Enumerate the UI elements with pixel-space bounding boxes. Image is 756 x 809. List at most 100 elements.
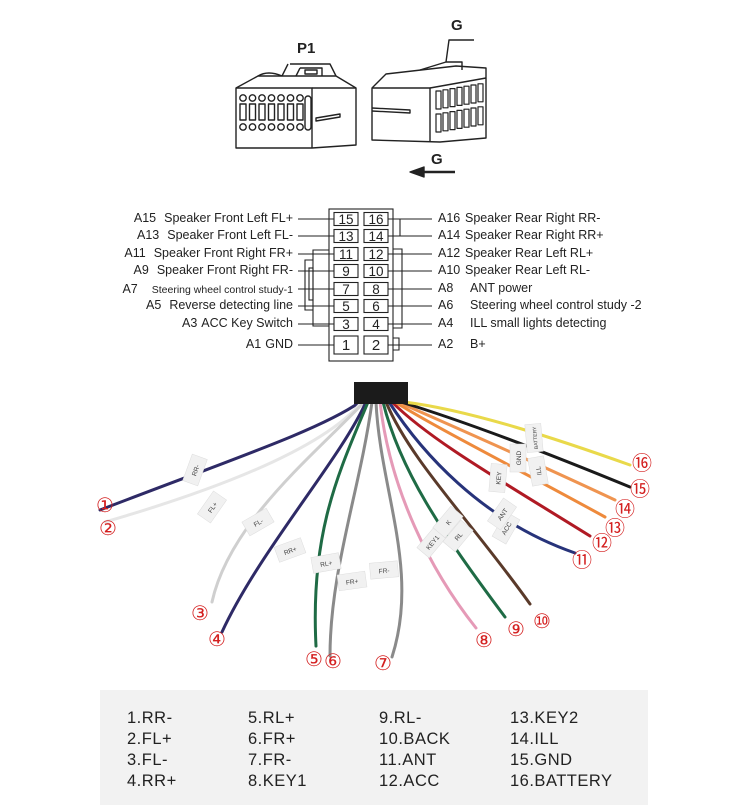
pin-code: A6 bbox=[438, 298, 454, 312]
wire-12 bbox=[390, 400, 592, 538]
pin-number: 16 bbox=[368, 212, 383, 227]
legend-item: 8.KEY1 bbox=[248, 772, 307, 790]
legend-item: 5.RL+ bbox=[248, 709, 295, 727]
pin-code: A2 bbox=[438, 337, 454, 351]
wire-number-9: ⑨ bbox=[507, 617, 525, 641]
pin-description: GND bbox=[265, 337, 293, 351]
svg-text:RL: RL bbox=[454, 531, 465, 542]
pin-label-a13: A13 Speaker Front Left FL- bbox=[137, 228, 293, 242]
pin-description: Speaker Front Left FL- bbox=[167, 228, 293, 242]
wire-number-5: ⑤ bbox=[305, 647, 323, 671]
pin-code: A12 bbox=[438, 246, 461, 260]
svg-text:ILL: ILL bbox=[535, 465, 544, 475]
wire-2 bbox=[103, 400, 364, 524]
wire-tag: RR- bbox=[182, 453, 208, 487]
pin-code: A14 bbox=[438, 228, 461, 242]
pin-description: Speaker Rear Left RL- bbox=[465, 263, 591, 277]
pin-description: Steering wheel control study-1 bbox=[151, 284, 293, 296]
wire-number-3: ③ bbox=[191, 601, 209, 625]
pin-description: ACC Key Switch bbox=[201, 316, 293, 330]
connector-illustration: P1 G G bbox=[235, 17, 487, 178]
pin-number: 5 bbox=[342, 299, 350, 314]
wire-tag: BATTERY bbox=[524, 423, 544, 453]
wire-4 bbox=[220, 400, 368, 634]
wire-number-7: ⑦ bbox=[374, 651, 392, 675]
p1-label: P1 bbox=[297, 40, 315, 57]
pin-description: Speaker Front Right FR- bbox=[156, 263, 293, 277]
harness-plug bbox=[354, 382, 408, 404]
svg-text:FR+: FR+ bbox=[346, 578, 360, 587]
pin-number: 7 bbox=[342, 282, 350, 297]
svg-text:GND: GND bbox=[516, 450, 523, 465]
legend-item: 15.GND bbox=[510, 751, 573, 769]
wire-number-15: ⑮ bbox=[630, 477, 650, 501]
wire-11 bbox=[387, 400, 577, 555]
wire-tag: K bbox=[432, 505, 464, 539]
wire-16 bbox=[402, 400, 632, 467]
g-label-top: G bbox=[451, 17, 463, 34]
svg-text:FL-: FL- bbox=[253, 518, 265, 529]
pin-number: 15 bbox=[338, 212, 353, 227]
svg-text:FR-: FR- bbox=[378, 568, 389, 576]
pin-number: 12 bbox=[368, 247, 383, 262]
wire-tag: RL+ bbox=[310, 552, 342, 574]
pin-number: 3 bbox=[342, 317, 350, 332]
pin-number: 4 bbox=[372, 317, 380, 332]
pin-number: 6 bbox=[372, 299, 380, 314]
legend-item: 13.KEY2 bbox=[510, 709, 579, 727]
pin-label-a4: A4 ILL small lights detecting bbox=[438, 316, 606, 330]
legend-item: 11.ANT bbox=[379, 751, 437, 769]
wire-14 bbox=[396, 400, 617, 502]
wire-9 bbox=[381, 400, 507, 619]
wire-number-11: ⑪ bbox=[572, 548, 592, 572]
pin-code: A10 bbox=[438, 263, 461, 277]
pin-code: A1 bbox=[245, 337, 262, 351]
pin-code: A4 bbox=[438, 316, 454, 330]
wire-number-13: ⑬ bbox=[605, 516, 625, 540]
pin-number: 1 bbox=[342, 337, 350, 354]
wire-tag: KEY bbox=[488, 463, 508, 493]
svg-text:BATTERY: BATTERY bbox=[532, 426, 540, 450]
wire-6 bbox=[328, 400, 374, 658]
wire-7 bbox=[374, 400, 404, 659]
pin-code: A13 bbox=[136, 228, 160, 242]
pin-description: Reverse detecting line bbox=[169, 298, 293, 312]
wire-number-10: ⑩ bbox=[533, 609, 551, 633]
wire-15 bbox=[399, 400, 632, 489]
pin-description: ANT power bbox=[470, 281, 533, 295]
wire-10 bbox=[384, 400, 532, 606]
wire-8 bbox=[378, 400, 478, 630]
wire-tag: RR+ bbox=[273, 537, 307, 563]
legend-item: 6.FR+ bbox=[248, 730, 296, 748]
legend-item: 4.RR+ bbox=[127, 772, 177, 790]
pin-number: 11 bbox=[339, 247, 353, 262]
wire-number-4: ④ bbox=[208, 627, 226, 651]
pin-description: Speaker Front Left FL+ bbox=[164, 211, 293, 225]
wire-tag: FL+ bbox=[197, 490, 227, 524]
direction-arrow bbox=[409, 166, 455, 178]
svg-text:RL+: RL+ bbox=[320, 560, 333, 569]
legend-item: 2.FL+ bbox=[127, 730, 173, 748]
wire-number-12: ⑫ bbox=[592, 531, 612, 555]
svg-text:RR+: RR+ bbox=[283, 546, 298, 557]
wire-tag: FR+ bbox=[336, 570, 368, 592]
legend-item: 1.RR- bbox=[127, 709, 173, 727]
svg-text:RR-: RR- bbox=[191, 464, 202, 477]
wire-tag: RL bbox=[442, 519, 474, 553]
legend-item: 9.RL- bbox=[379, 709, 422, 727]
pin-description: ILL small lights detecting bbox=[470, 316, 607, 330]
legend-item: 3.FL- bbox=[127, 751, 169, 769]
wire-legend: 1.RR-2.FL+3.FL-4.RR+ 5.RL+6.FR+7.FR-8.KE… bbox=[100, 690, 648, 805]
svg-text:K: K bbox=[445, 519, 454, 527]
legend-item: 16.BATTERY bbox=[510, 772, 613, 790]
